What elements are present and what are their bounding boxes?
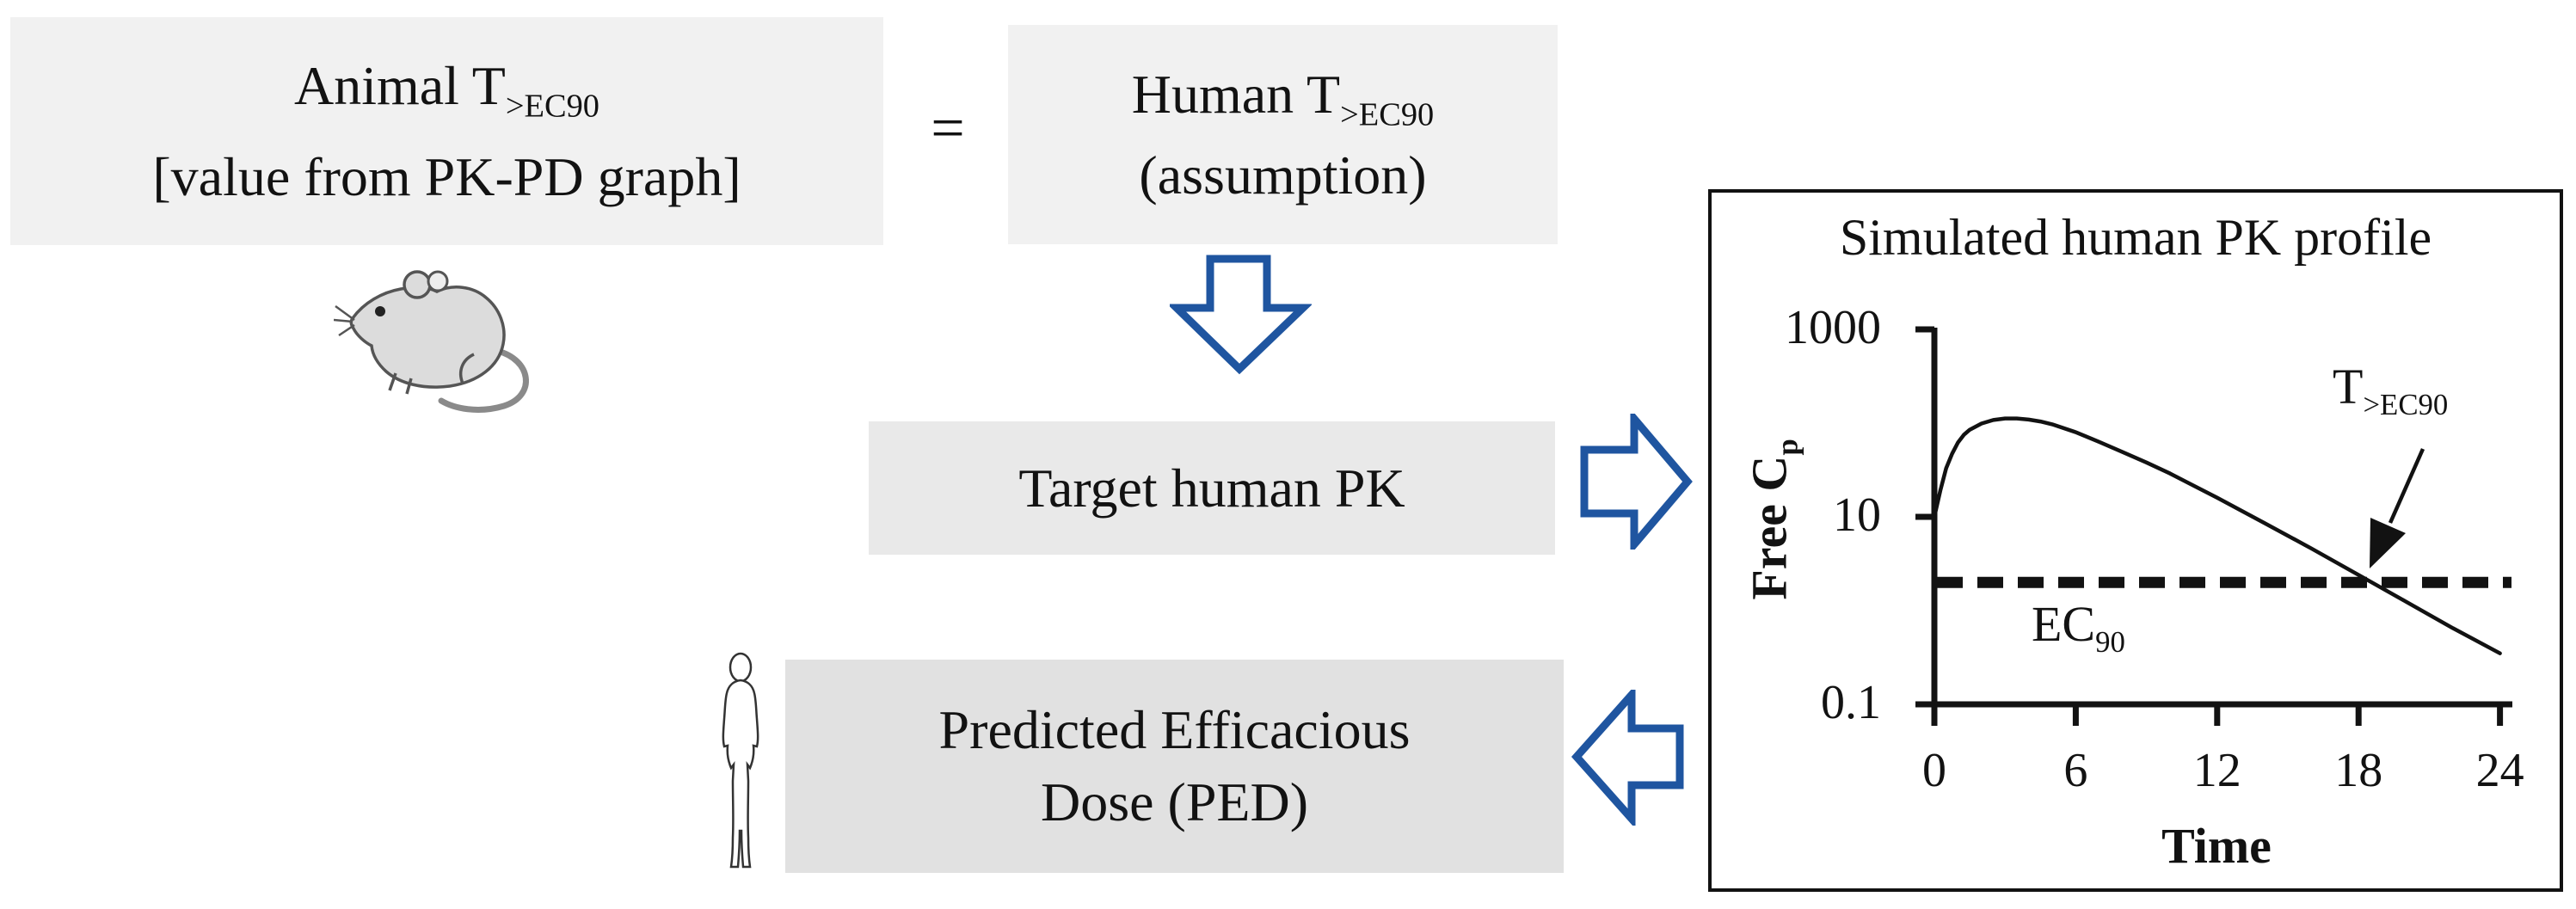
annotation-arrowhead: [2370, 518, 2406, 568]
human-head: [729, 652, 753, 683]
x-axis-label: Time: [2161, 818, 2272, 874]
mouse-hind-leg: [458, 353, 475, 384]
x-tick-label: 0: [1922, 744, 1946, 797]
x-tick-label: 6: [2063, 744, 2088, 797]
animal-tec90-box: Animal T>EC90 [value from PK-PD graph]: [10, 17, 883, 245]
left-arrow-shape: [1571, 690, 1684, 826]
mouse-body: [349, 286, 506, 389]
x-tick-label: 12: [2192, 744, 2241, 797]
human-tec90-box: Human T>EC90 (assumption): [1008, 25, 1558, 244]
human-tec90-text: Human T: [1131, 63, 1341, 125]
down-arrow-shape: [1170, 255, 1312, 375]
human-tec90-subscript: >EC90: [1340, 96, 1435, 133]
mouse-icon: [334, 270, 529, 413]
pk-plot-canvas: [1915, 326, 2512, 726]
chart-title: Simulated human PK profile: [1839, 209, 2432, 266]
y-tick-label: 1000: [1785, 301, 1881, 354]
right-block-arrow-icon: [1580, 414, 1693, 550]
x-tick-label: 24: [2475, 744, 2524, 797]
mouse-ear-inner: [427, 270, 449, 292]
annotation-arrow-line: [2388, 448, 2425, 524]
target-human-pk-label: Target human PK: [1018, 457, 1405, 519]
human-tec90-label: Human T>EC90: [1131, 63, 1434, 132]
mouse-eye: [375, 306, 385, 316]
animal-tec90-subscript: >EC90: [505, 88, 599, 125]
human-body-outline: [722, 679, 759, 869]
animal-tec90-label: Animal T>EC90: [293, 54, 599, 123]
human-assumption-note: (assumption): [1139, 144, 1427, 206]
y-tick-label: 10: [1833, 488, 1881, 542]
ped-label-line1: Predicted Efficacious: [938, 699, 1411, 761]
y-axis-label-subscript: p: [1770, 439, 1804, 456]
mouse-ear-outer: [403, 270, 432, 299]
predicted-efficacious-dose-box: Predicted Efficacious Dose (PED): [785, 660, 1564, 873]
t-ec90-annotation: T>EC90: [2333, 358, 2448, 420]
t-ec90-annotation-subscript: >EC90: [2363, 388, 2449, 422]
simulated-pk-chart: Simulated human PK profile Free Cp Time …: [1708, 189, 2563, 892]
animal-tec90-text: Animal T: [293, 54, 506, 116]
pk-curve: [1932, 416, 2502, 655]
x-tick-label: 18: [2334, 744, 2383, 797]
human-figure-icon: [722, 652, 759, 869]
ec90-label-subscript: 90: [2095, 625, 2125, 660]
right-arrow-shape: [1580, 414, 1693, 550]
target-human-pk-box: Target human PK: [869, 421, 1555, 555]
mouse-whiskers: [334, 304, 355, 337]
left-block-arrow-icon: [1571, 690, 1684, 826]
mouse-front-legs: [388, 372, 413, 395]
y-tick-label: 0.1: [1821, 676, 1881, 729]
t-ec90-annotation-text: T: [2333, 359, 2364, 415]
animal-value-note: [value from PK-PD graph]: [152, 145, 741, 207]
mouse-tail: [438, 347, 529, 413]
ped-label-line2: Dose (PED): [1040, 771, 1309, 832]
equals-sign: =: [931, 95, 965, 162]
ec90-label: EC90: [2032, 595, 2125, 657]
down-block-arrow-icon: [1170, 255, 1312, 375]
ec90-label-text: EC: [2032, 596, 2096, 652]
